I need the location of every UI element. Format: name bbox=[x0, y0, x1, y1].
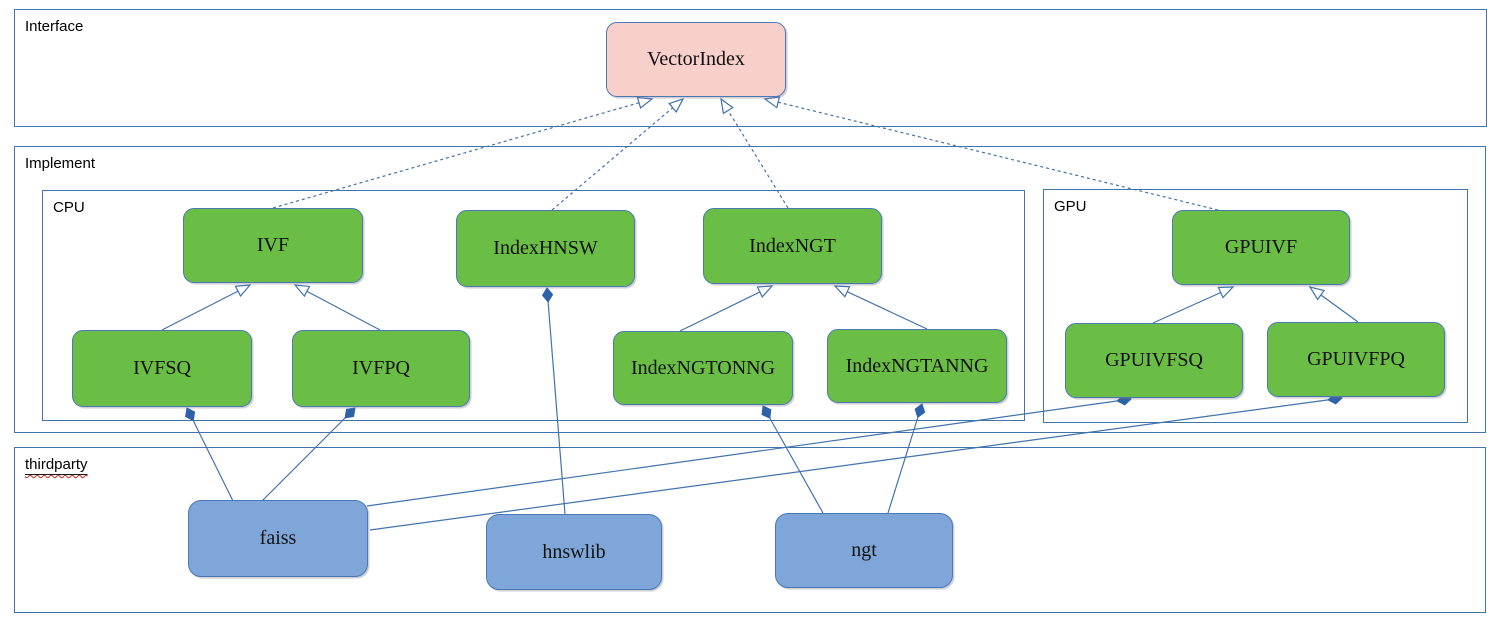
container-interface: Interface bbox=[14, 9, 1487, 127]
node-gpuivfsq-label: GPUIVFSQ bbox=[1105, 349, 1203, 371]
container-thirdparty-label-text: thirdparty bbox=[25, 456, 88, 473]
node-gpuivf-label: GPUIVF bbox=[1224, 236, 1298, 258]
node-indexhnsw-label: IndexHNSW bbox=[493, 237, 598, 259]
node-gpuivfpq-label: GPUIVFPQ bbox=[1307, 348, 1405, 370]
container-cpu-label: CPU bbox=[53, 199, 85, 216]
node-indexngtanng-label: IndexNGTANNG bbox=[845, 354, 989, 377]
node-hnswlib-label: hnswlib bbox=[542, 540, 606, 563]
node-indexngtonng[interactable]: IndexNGTONNG bbox=[613, 331, 793, 405]
container-thirdparty: thirdparty bbox=[14, 447, 1486, 613]
node-ivfpq[interactable]: IVFPQ bbox=[292, 330, 470, 407]
node-ngt[interactable]: ngt bbox=[775, 513, 953, 588]
node-vectorindex[interactable]: VectorIndex bbox=[606, 22, 786, 97]
container-cpu: CPU bbox=[42, 190, 1025, 421]
node-indexhnsw[interactable]: IndexHNSW bbox=[456, 210, 635, 287]
container-implement: Implement bbox=[14, 146, 1486, 433]
node-indexngt[interactable]: IndexNGT bbox=[703, 208, 882, 284]
node-ngt-label: ngt bbox=[851, 539, 877, 561]
container-implement-label: Implement bbox=[25, 155, 96, 172]
node-faiss[interactable]: faiss bbox=[188, 500, 368, 577]
node-ivfpq-label: IVFPQ bbox=[352, 357, 410, 379]
node-ivf[interactable]: IVF bbox=[183, 208, 363, 283]
node-indexngtonng-label: IndexNGTONNG bbox=[630, 356, 776, 379]
node-ivfsq-label: IVFSQ bbox=[133, 357, 191, 379]
node-indexngt-label: IndexNGT bbox=[749, 234, 836, 257]
node-gpuivfpq[interactable]: GPUIVFPQ bbox=[1267, 322, 1445, 397]
node-faiss-label: faiss bbox=[259, 527, 297, 549]
node-vectorindex-label: VectorIndex bbox=[647, 48, 745, 70]
node-ivfsq[interactable]: IVFSQ bbox=[72, 330, 252, 407]
node-gpuivf[interactable]: GPUIVF bbox=[1172, 210, 1350, 285]
node-hnswlib[interactable]: hnswlib bbox=[486, 514, 662, 590]
container-interface-label: Interface bbox=[25, 18, 84, 35]
container-thirdparty-label: thirdparty bbox=[25, 456, 88, 473]
node-indexngtanng[interactable]: IndexNGTANNG bbox=[827, 329, 1007, 403]
node-gpuivfsq[interactable]: GPUIVFSQ bbox=[1065, 323, 1243, 398]
node-ivf-label: IVF bbox=[256, 234, 290, 256]
container-gpu-label: GPU bbox=[1054, 198, 1087, 215]
container-gpu: GPU bbox=[1043, 189, 1468, 423]
